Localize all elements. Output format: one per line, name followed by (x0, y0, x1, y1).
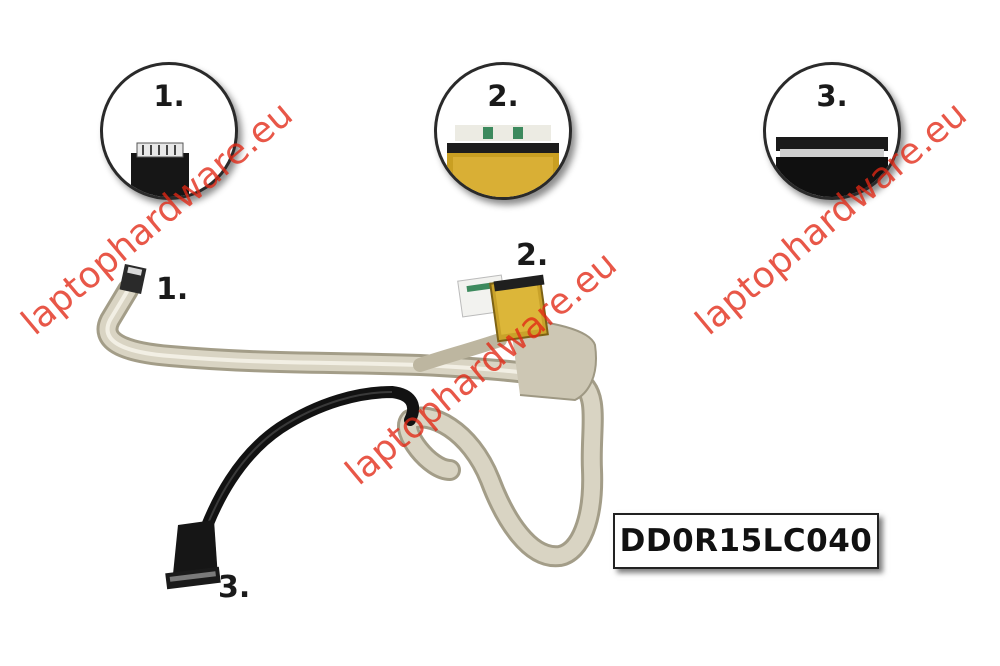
callout-number-3: 3. (816, 79, 848, 113)
callout-circle-1: 1. (100, 62, 238, 200)
callout-number-2: 2. (487, 79, 519, 113)
black-cable (165, 385, 420, 590)
connector-2-closeup (447, 125, 559, 197)
connector-label-3: 3. (218, 570, 251, 605)
connector-label-1: 1. (156, 272, 189, 307)
connector-label-2: 2. (516, 238, 549, 273)
callout-circle-3: 3. (763, 62, 901, 200)
connector-1 (119, 263, 147, 295)
callout-number-1: 1. (153, 79, 185, 113)
connector-1-closeup (131, 142, 189, 197)
connector-3-closeup (776, 137, 888, 197)
connector-2 (457, 274, 549, 343)
part-number-label: DD0R15LC040 (613, 513, 879, 569)
silver-flat-cable (96, 279, 604, 568)
callout-circle-2: 2. (434, 62, 572, 200)
